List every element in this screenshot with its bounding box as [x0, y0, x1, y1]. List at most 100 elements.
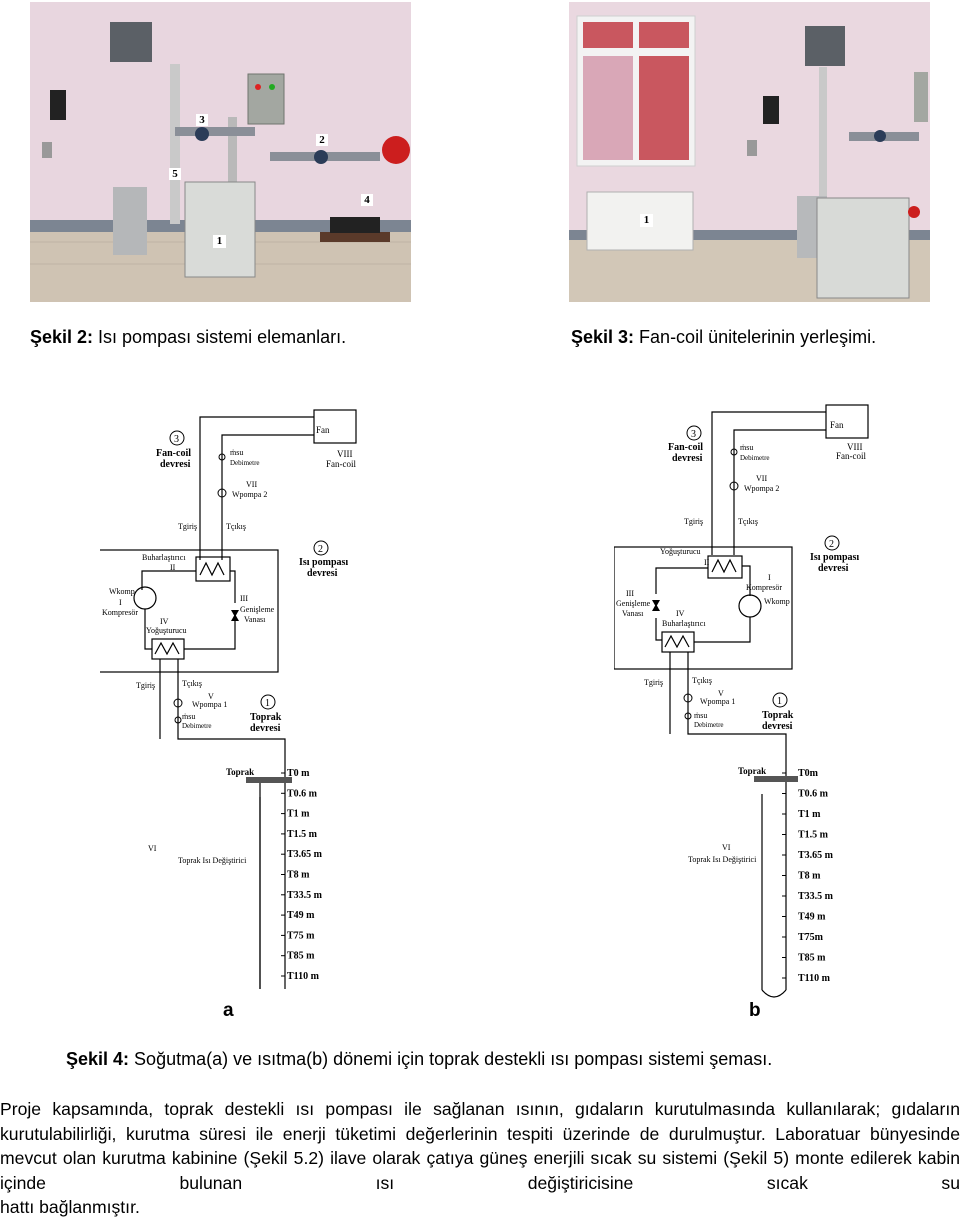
diagram-b-fan-coil-num: VIII [847, 442, 863, 452]
diagram-a-circuit3-line1: Fan-coil [156, 448, 191, 459]
caption-figure-2-label: Şekil 2: [30, 327, 94, 347]
diagram-b-t-out-2: Tçıkış [692, 676, 712, 685]
diagram-a-flow-label-2: ṁsu [182, 712, 195, 721]
diagram-b-circuit2-num: 2 [829, 539, 834, 550]
diagram-a-pump2-label: Wpompa 2 [232, 490, 267, 499]
diagram-a-flowmeter-label-2: Debimetre [182, 722, 212, 730]
photo-marker-3: 3 [196, 114, 208, 126]
diagram-b-ground-exchanger: Toprak Isı Değiştirici [688, 855, 757, 864]
diagram-b-top-exchanger-num: II [704, 558, 710, 567]
diagram-a-compressor-work: Wkomp [109, 587, 135, 596]
diagram-b-flow-label-2: ṁsu [694, 711, 707, 720]
photo-marker-4: 4 [361, 194, 373, 206]
photo-fan-coil-layout: 1 [569, 2, 930, 302]
diagram-b-compressor-work: Wkomp [764, 597, 790, 606]
diagram-b-depth-label: T49 m [798, 912, 826, 923]
diagram-a-circuit1-line1: Toprak [250, 712, 282, 723]
diagram-a-t-out-2: Tçıkış [182, 679, 202, 688]
diagram-a-flow-label: ṁsu [230, 448, 243, 457]
diagram-a-depth-label: T110 m [287, 971, 320, 982]
diagram-a-depth-label: T75 m [287, 930, 315, 941]
diagram-a-depth-label: T0 m [287, 768, 310, 779]
diagram-b-pump2-num: VII [756, 474, 767, 483]
caption-figure-2-text: Isı pompası sistemi elemanları. [93, 327, 347, 347]
diagram-a-fan-coil-num: VIII [337, 449, 353, 459]
diagram-a-circuit2-line2: devresi [307, 568, 338, 579]
caption-figure-4-label: Şekil 4: [66, 1049, 130, 1069]
photo-marker-fan-coil: 1 [640, 214, 653, 227]
caption-figure-3-text: Fan-coil ünitelerinin yerleşimi. [634, 327, 877, 347]
diagram-b-depth-label: T75m [798, 932, 824, 943]
diagram-a-depth-label: T85 m [287, 951, 315, 962]
diagram-b-compressor-label: Kompresör [746, 583, 782, 592]
diagram-b-fan-label: Fan [830, 420, 844, 430]
diagram-b-circuit3-num: 3 [691, 429, 696, 440]
diagram-a-circuit1-num: 1 [265, 698, 270, 709]
caption-figure-4: Şekil 4: Soğutma(a) ve ısıtma(b) dönemi … [66, 1049, 772, 1070]
diagram-b-circuit1-line1: Toprak [762, 710, 794, 721]
diagram-a-valve-num: III [240, 594, 248, 603]
diagram-a-compressor-label: Kompresör [102, 608, 138, 617]
diagram-a-pump1-num: V [208, 692, 214, 701]
diagram-b-pump2-label: Wpompa 2 [744, 484, 779, 493]
body-paragraph: Proje kapsamında, toprak destekli ısı po… [0, 1097, 960, 1220]
diagram-heating: Fan VIII Fan-coil 3 Fan-coil devresi ṁsu… [614, 404, 869, 998]
diagram-a-t-in-2: Tgiriş [136, 681, 155, 690]
diagram-a-pump2-num: VII [246, 480, 257, 489]
diagram-a-ground-exchanger-num: VI [148, 844, 157, 853]
caption-figure-3-label: Şekil 3: [571, 327, 635, 347]
diagram-b-t-in-2: Tgiriş [644, 678, 663, 687]
diagram-a-depth-label: T3.65 m [287, 849, 323, 860]
diagram-a-depth-label: T49 m [287, 910, 315, 921]
diagram-a-depth-label: T33.5 m [287, 890, 323, 901]
diagram-a-circuit3-line2: devresi [160, 459, 191, 470]
diagram-a-bottom-exchanger-num: IV [160, 617, 169, 626]
body-paragraph-last-line: hattı bağlanmıştır. [0, 1197, 140, 1217]
diagram-b-bottom-exchanger: Buharlaştırıcı [662, 619, 706, 628]
diagram-b-flowmeter-label: Debimetre [740, 454, 770, 462]
diagram-b-pump1-num: V [718, 689, 724, 698]
diagram-b-circuit3-line1: Fan-coil [668, 442, 703, 453]
body-paragraph-text: Proje kapsamında, toprak destekli ısı po… [0, 1099, 960, 1193]
diagram-b-depth-label: T110 m [798, 973, 831, 984]
caption-figure-4-text: Soğutma(a) ve ısıtma(b) dönemi için topr… [129, 1049, 773, 1069]
diagram-b-depth-label: T8 m [798, 871, 821, 882]
diagram-b-t-in: Tgiriş [684, 517, 703, 526]
diagram-b-circuit2-line1: Isı pompası [810, 552, 859, 563]
photo-marker-2: 2 [316, 134, 328, 146]
diagram-a-compressor-num: I [119, 598, 122, 607]
diagram-a-depth-label: T1 m [287, 809, 310, 820]
diagram-a-t-in: Tgiriş [178, 522, 197, 531]
diagram-a-t-out: Tçıkış [226, 522, 246, 531]
diagram-b-depth-label: T85 m [798, 953, 826, 964]
diagram-b-fan-coil-label: Fan-coil [836, 451, 866, 461]
diagram-b-depth-label: T0.6 m [798, 789, 829, 800]
diagram-b-depth-label: T0m [798, 768, 819, 779]
diagram-b-depth-label: T33.5 m [798, 891, 834, 902]
diagram-a-fan-coil-label: Fan-coil [326, 459, 356, 469]
diagram-b-ground-exchanger-num: VI [722, 843, 731, 852]
diagram-b-depth-label: T1 m [798, 809, 821, 820]
diagram-cooling: Fan VIII Fan-coil 3 Fan-coil devresi ṁsu… [100, 409, 357, 989]
diagram-b-circuit1-line2: devresi [762, 721, 793, 732]
diagram-b-valve-line1: Genişleme [616, 599, 651, 608]
diagram-a-valve-line2: Vanası [244, 615, 266, 624]
diagram-a-ground-label: Toprak [226, 767, 254, 777]
panel-label-a: a [223, 1000, 234, 1021]
diagram-b-flow-label: ṁsu [740, 443, 753, 452]
diagram-b-valve-num: III [626, 589, 634, 598]
diagram-b-pump1-label: Wpompa 1 [700, 697, 735, 706]
diagram-b-circuit2-line2: devresi [818, 563, 849, 574]
diagram-b-depth-label: T3.65 m [798, 850, 834, 861]
diagram-b-t-out: Tçıkış [738, 517, 758, 526]
diagram-b-bottom-exchanger-num: IV [676, 609, 685, 618]
diagram-b-depth-label: T1.5 m [798, 830, 829, 841]
panel-label-b: b [749, 1000, 761, 1021]
caption-figure-3: Şekil 3: Fan-coil ünitelerinin yerleşimi… [571, 327, 876, 348]
diagram-a-depth-label: T1.5 m [287, 829, 318, 840]
diagram-a-ground-exchanger: Toprak Isı Değiştirici [178, 856, 247, 865]
diagram-a-circuit2-line1: Isı pompası [299, 557, 348, 568]
caption-figure-2: Şekil 2: Isı pompası sistemi elemanları. [30, 327, 346, 348]
